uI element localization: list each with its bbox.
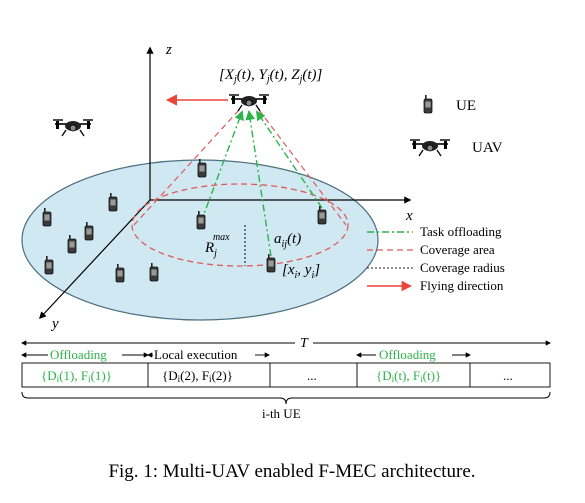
period-T-label: T xyxy=(300,336,309,351)
uav-j-icon xyxy=(228,94,270,112)
coverage-radius-label: Rjmax xyxy=(204,232,230,259)
figure-caption: Fig. 1: Multi-UAV enabled F-MEC architec… xyxy=(108,461,475,482)
coverage-area-ellipse xyxy=(131,183,349,267)
axis-label-x: x xyxy=(405,208,413,224)
timeline-cell: ... xyxy=(503,368,513,383)
line-legend: Task offloading Coverage area Coverage r… xyxy=(367,224,505,293)
ue-brace xyxy=(21,391,551,405)
legend-uav-label: UAV xyxy=(472,140,503,156)
offloading-decision-label: aij(t) xyxy=(274,231,301,250)
coverage-cone-right xyxy=(258,109,347,226)
segment-offloading-2: Offloading xyxy=(379,347,436,362)
timeline: T Offloading Local execution Offloading … xyxy=(20,336,552,421)
legend-flying-direction: Flying direction xyxy=(420,278,504,293)
timeline-cell: {Di(1), Fi(1)} xyxy=(41,368,112,384)
timeline-cell: {Di(2), Fi(2)} xyxy=(162,368,233,384)
ue-position-label: [xi, yi] xyxy=(282,262,320,281)
coverage-cone-left xyxy=(133,109,240,226)
uav-left-icon xyxy=(52,119,94,137)
legend-coverage-area: Coverage area xyxy=(420,242,495,257)
coordinate-axes xyxy=(39,46,412,320)
legend-ue-label: UE xyxy=(456,98,476,114)
axis-label-z: z xyxy=(165,42,172,58)
segment-offloading-1: Offloading xyxy=(50,347,107,362)
legend-coverage-radius: Coverage radius xyxy=(420,260,505,275)
segment-local-execution: Local execution xyxy=(154,347,238,362)
task-offloading-arrows xyxy=(200,110,323,257)
legend-uav-drone-icon xyxy=(409,139,451,157)
timeline-cells-frame xyxy=(21,362,551,388)
timeline-cell: ... xyxy=(307,368,317,383)
timeline-cell: {Di(t), Fi(t)} xyxy=(376,368,441,384)
legend-ue-phone-icon xyxy=(423,94,433,114)
device-legend: UE UAV xyxy=(409,94,503,157)
axis-label-y: y xyxy=(50,316,59,332)
uav-position-label: [Xj(t), Yj(t), Zj(t)] xyxy=(219,67,323,85)
legend-task-offloading: Task offloading xyxy=(420,224,502,239)
ue-brace-label: i-th UE xyxy=(262,406,301,421)
